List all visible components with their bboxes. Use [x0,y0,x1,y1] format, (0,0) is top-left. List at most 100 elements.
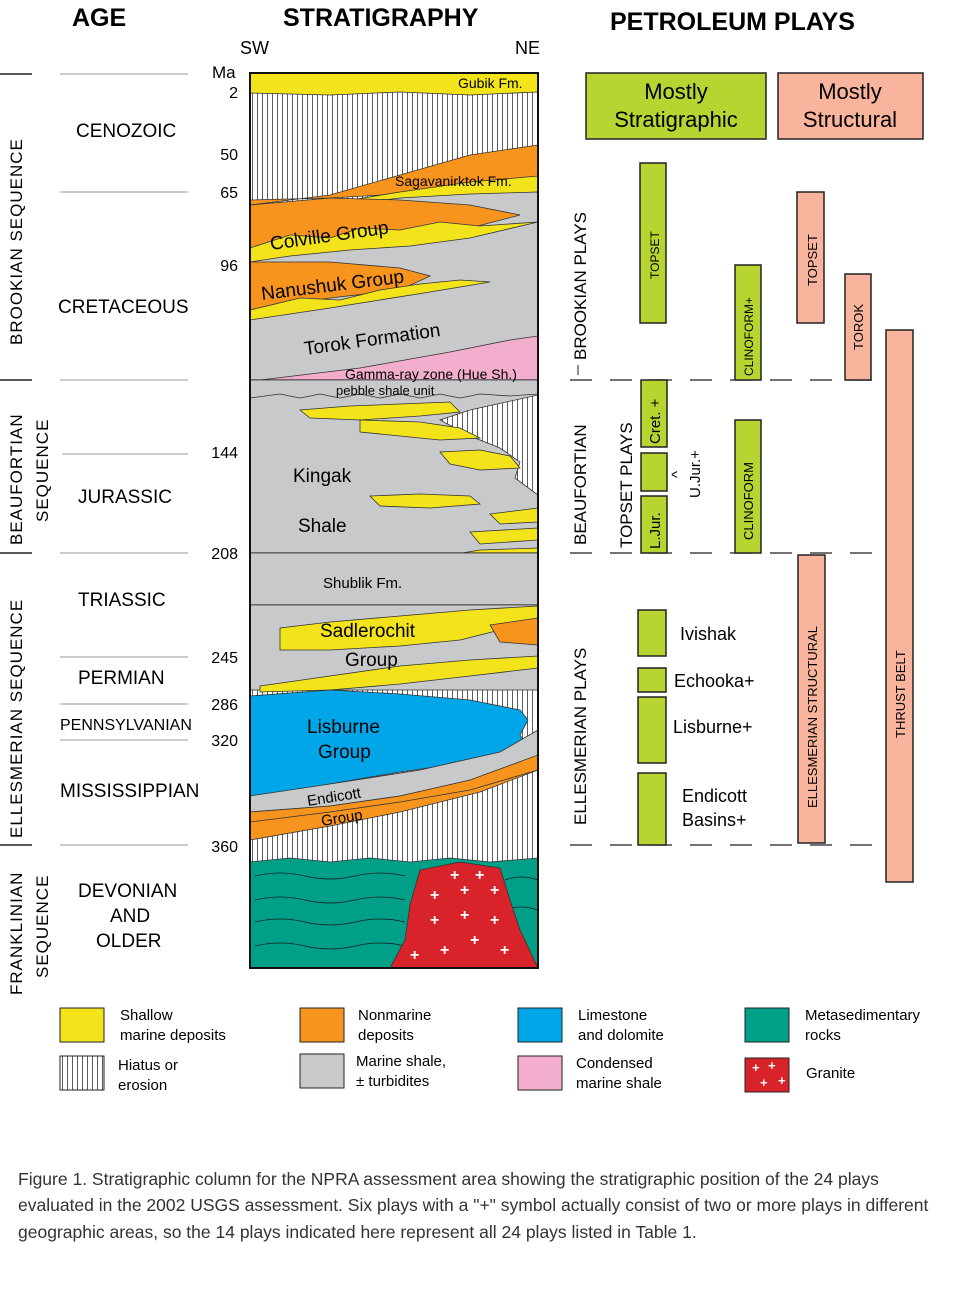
unit-sadlerochit: Sadlerochit [320,621,416,642]
legend-swatch-metasedimentary [744,1007,790,1043]
gamma-ray-zone [259,335,538,381]
svg-text:+: + [410,947,419,964]
svg-text:+: + [460,907,469,924]
kingak-tongue [298,401,461,421]
kingak-tongue [369,493,482,509]
topset-plays-label: TOPSET PLAYS [617,422,636,548]
stratigraphy-header: STRATIGRAPHY [283,4,479,32]
age-triassic: TRIASSIC [78,590,166,611]
svg-text:+: + [500,942,509,959]
legend-shallow-2: marine deposits [120,1027,226,1044]
svg-text:+: + [768,1058,776,1073]
ellesmerian-sequence-label: ELLESMERIAN SEQUENCE [7,599,26,838]
granite-crosses: ++ +++ +++ ++++ [410,867,509,964]
kingak-tongue [439,449,521,471]
legend-hiatus-2: erosion [118,1077,167,1094]
play-ivishak-label: Ivishak [680,624,737,644]
age-permian: PERMIAN [78,668,165,689]
play-torok [844,273,872,381]
ma-tick: 360 [211,839,238,856]
endicott-nonmarine [250,754,538,841]
svg-text:+: + [778,1073,786,1088]
play-cret [640,379,668,448]
column-frame [249,72,539,969]
legend-shale-2: ± turbidites [356,1073,429,1090]
kingak-shale [250,379,538,554]
ne-label: NE [515,38,540,58]
play-lisburne-label: Lisburne+ [673,717,753,737]
svg-text:+: + [490,912,499,929]
play-torok-label: TOROK [851,304,866,350]
svg-text:+: + [440,942,449,959]
play-clinoform-plus-label: CLINOFORM+ [742,297,756,376]
sadlerochit-lower-shallow [259,655,538,693]
unit-gubik: Gubik Fm. [458,75,523,91]
stratigraphic-diagram: AGE STRATIGRAPHY PETROLEUM PLAYS SW NE M… [0,4,930,1094]
play-echooka-label: Echooka+ [674,671,755,691]
legend-meta-1: Metasedimentary [805,1007,921,1024]
legend-condensed-1: Condensed [576,1055,653,1072]
unit-sagavanirktok: Sagavanirktok Fm. [395,173,512,189]
legend-limestone-1: Limestone [578,1007,647,1024]
play-topset-brookian-label: TOPSET [648,231,662,279]
mostly-stratigraphic-line1: Mostly [644,79,708,104]
legend-swatch-shallow [59,1007,105,1043]
svg-text:+: + [430,887,439,904]
metasedimentary-texture [254,872,538,950]
kingak-tongue [489,507,538,525]
ma-tick: 208 [211,546,238,563]
legend: Shallow marine deposits Nonmarine deposi… [59,1007,921,1094]
play-clinoform [734,419,762,554]
franklinian-sequence-label-line2: SEQUENCE [33,875,52,978]
strat-column: ++ +++ +++ ++++ [250,73,538,968]
svg-text:+: + [470,932,479,949]
play-ellesmerian-structural [797,554,826,844]
sw-label: SW [240,38,269,58]
beaufortian-sequence-label-line1: BEAUFORTIAN [7,413,26,545]
play-lisburne [637,696,667,764]
play-echooka [637,667,667,693]
age-mississippian: MISSISSIPPIAN [60,781,199,802]
age-separators [60,73,188,846]
legend-granite: Granite [806,1065,855,1082]
play-u-jur-caret: ^ [669,471,686,478]
ma-tick: 286 [211,697,238,714]
ma-label: Ma [212,63,236,82]
play-endicott-label-2: Basins+ [682,810,747,830]
play-u-jur [640,452,668,492]
age-jurassic: JURASSIC [78,487,172,508]
colville-shallow [250,221,538,263]
legend-meta-2: rocks [805,1027,841,1044]
beaufortian-plays-label: BEAUFORTIAN [571,424,590,545]
play-topset-structural [796,191,825,324]
play-topset-brookian [639,162,667,324]
unit-gamma-ray: Gamma-ray zone (Hue Sh.) [345,366,517,382]
svg-text:+: + [430,912,439,929]
play-topset-structural-label: TOPSET [805,234,820,286]
svg-text:+: + [760,1075,768,1090]
mostly-stratigraphic-line2: Stratigraphic [614,107,738,132]
play-ellesmerian-structural-label: ELLESMERIAN STRUCTURAL [805,626,820,808]
svg-text:+: + [475,867,484,884]
unit-kingak: Kingak [293,466,352,487]
play-clinoform-label: CLINOFORM [741,462,756,540]
play-l-jur-label: L.Jur. [647,512,664,549]
age-devonian-3: OLDER [96,931,161,952]
sadlerochit-nonmarine [489,617,538,646]
ellesmerian-plays-label: ELLESMERIAN PLAYS [571,648,590,825]
legend-swatch-shale [299,1053,345,1089]
age-cenozoic: CENOZOIC [76,121,176,142]
mostly-stratigraphic-box [585,72,767,140]
mostly-structural-line2: Structural [803,107,897,132]
play-ivishak [637,609,667,657]
ma-tick: 65 [220,185,238,202]
play-u-jur-label: U.Jur.+ [687,450,704,498]
mostly-structural-line1: Mostly [818,79,882,104]
legend-swatch-condensed [517,1055,563,1091]
kingak-tongue [359,419,482,441]
legend-granite-crosses: ++++ [752,1058,786,1090]
svg-text:+: + [450,867,459,884]
shublik-formation [250,552,538,606]
ma-tick: 96 [220,258,238,275]
